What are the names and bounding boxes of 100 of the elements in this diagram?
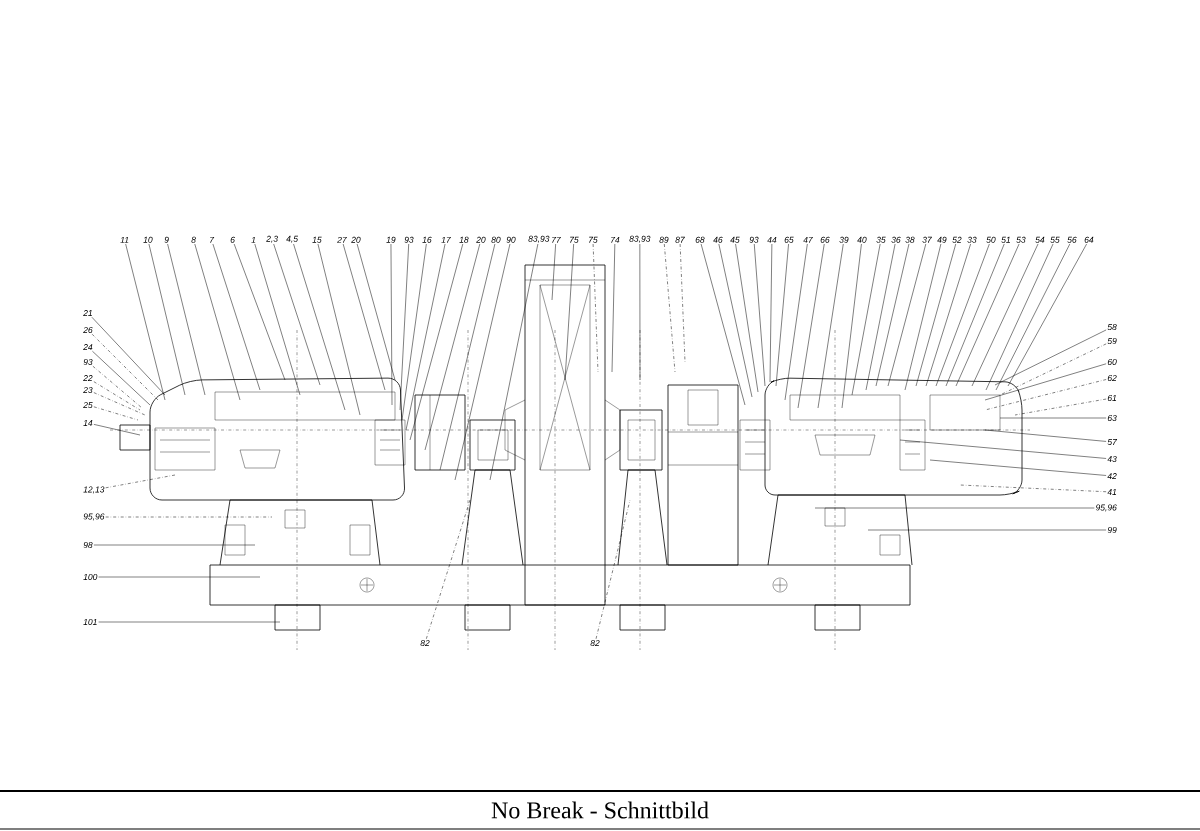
callout-number: 82: [420, 640, 430, 646]
leader-line: [426, 499, 471, 640]
leader-line: [929, 459, 1107, 476]
leader-line: [851, 243, 881, 396]
leader-line: [955, 243, 1020, 387]
leader-line: [899, 439, 1107, 459]
leader-line: [999, 417, 1107, 419]
leader-line: [91, 316, 166, 396]
callout-number: 1: [251, 236, 256, 243]
leader-line: [424, 243, 481, 451]
leader-line: [454, 243, 511, 481]
leader-line: [390, 243, 393, 406]
leader-line: [233, 243, 286, 381]
callout-number: 25: [83, 402, 93, 408]
leader-line: [994, 329, 1107, 386]
callout-number: 99: [1107, 527, 1117, 533]
leader-line: [399, 243, 409, 411]
leader-line: [91, 333, 159, 401]
callout-number: 77: [552, 236, 561, 243]
leader-line: [595, 499, 631, 640]
callout-number: 37: [922, 236, 932, 243]
callout-number: 38: [905, 236, 915, 243]
callout-number: 59: [1107, 338, 1117, 344]
leader-line: [959, 484, 1107, 492]
leader-line: [775, 243, 789, 387]
callout-number: 98: [83, 542, 93, 548]
leader-line: [92, 365, 143, 409]
callout-number: 87: [675, 236, 685, 243]
callout-number: 90: [506, 236, 516, 243]
callout-number: 53: [1016, 236, 1026, 243]
callout-number: 20: [351, 236, 361, 243]
callout-number: 50: [986, 236, 996, 243]
leader-line: [700, 243, 746, 406]
callout-number: 74: [611, 236, 620, 243]
callout-number: 55: [1050, 236, 1060, 243]
leader-line: [887, 243, 927, 387]
leader-line: [945, 243, 1005, 387]
leader-line: [754, 243, 766, 387]
leader-line: [564, 243, 574, 381]
callout-number: 68: [695, 236, 705, 243]
leader-line: [342, 243, 386, 391]
leader-line: [93, 406, 139, 421]
callout-number: 56: [1067, 236, 1077, 243]
leader-line: [925, 243, 971, 387]
callout-number: 93: [749, 236, 759, 243]
callout-number: 58: [1107, 324, 1117, 330]
leader-line: [93, 424, 141, 436]
leader-line: [984, 363, 1107, 401]
leader-line: [664, 243, 676, 373]
leader-line: [105, 474, 176, 489]
callout-number: 44: [767, 236, 777, 243]
callout-number: 17: [441, 236, 451, 243]
callout-number: 95,96: [1095, 504, 1117, 512]
callout-number: 14: [83, 420, 93, 426]
leader-line: [194, 243, 241, 401]
callout-number: 22: [83, 375, 93, 381]
callout-number: 26: [83, 327, 93, 333]
callout-number: 83,93: [629, 235, 651, 243]
callout-number: 49: [937, 236, 947, 243]
callout-number: 65: [784, 236, 794, 243]
callout-number: 24: [83, 344, 93, 350]
callout-number: 2,3: [266, 235, 278, 243]
leader-line: [254, 243, 301, 396]
callout-number: 93: [83, 359, 93, 365]
callout-number: 83,93: [528, 235, 550, 243]
leader-line: [98, 576, 261, 578]
callout-number: 51: [1001, 236, 1010, 243]
leader-line: [356, 243, 396, 381]
callout-number: 8: [191, 236, 196, 243]
callout-number: 80: [491, 236, 501, 243]
leader-line: [865, 243, 896, 391]
callout-number: 75: [589, 236, 598, 243]
callout-number: 52: [952, 236, 962, 243]
leader-line: [401, 243, 427, 421]
leader-line: [212, 243, 261, 391]
callout-number: 60: [1107, 359, 1117, 365]
leader-line: [814, 507, 1095, 509]
leader-line: [915, 243, 956, 387]
callout-number: 36: [891, 236, 901, 243]
leader-line: [971, 243, 1039, 387]
callout-number: 100: [83, 574, 98, 580]
leader-line: [93, 392, 146, 416]
callout-number: 45: [730, 236, 740, 243]
callout-number: 62: [1107, 375, 1117, 381]
leader-line: [999, 343, 1107, 396]
callout-number: 39: [839, 236, 849, 243]
leader-line: [985, 243, 1054, 391]
leader-line: [273, 243, 321, 386]
leader-line: [98, 621, 281, 623]
leader-line: [984, 429, 1107, 442]
leader-line: [317, 243, 361, 416]
leader-line: [405, 243, 446, 431]
leader-line: [875, 243, 910, 387]
leader-line: [784, 243, 808, 401]
leader-line: [984, 379, 1107, 411]
callout-number: 7: [210, 236, 215, 243]
callout-number: 101: [83, 619, 97, 625]
callout-number: 12,13: [83, 486, 105, 494]
callout-number: 33: [967, 236, 977, 243]
callout-number: 27: [337, 236, 347, 243]
